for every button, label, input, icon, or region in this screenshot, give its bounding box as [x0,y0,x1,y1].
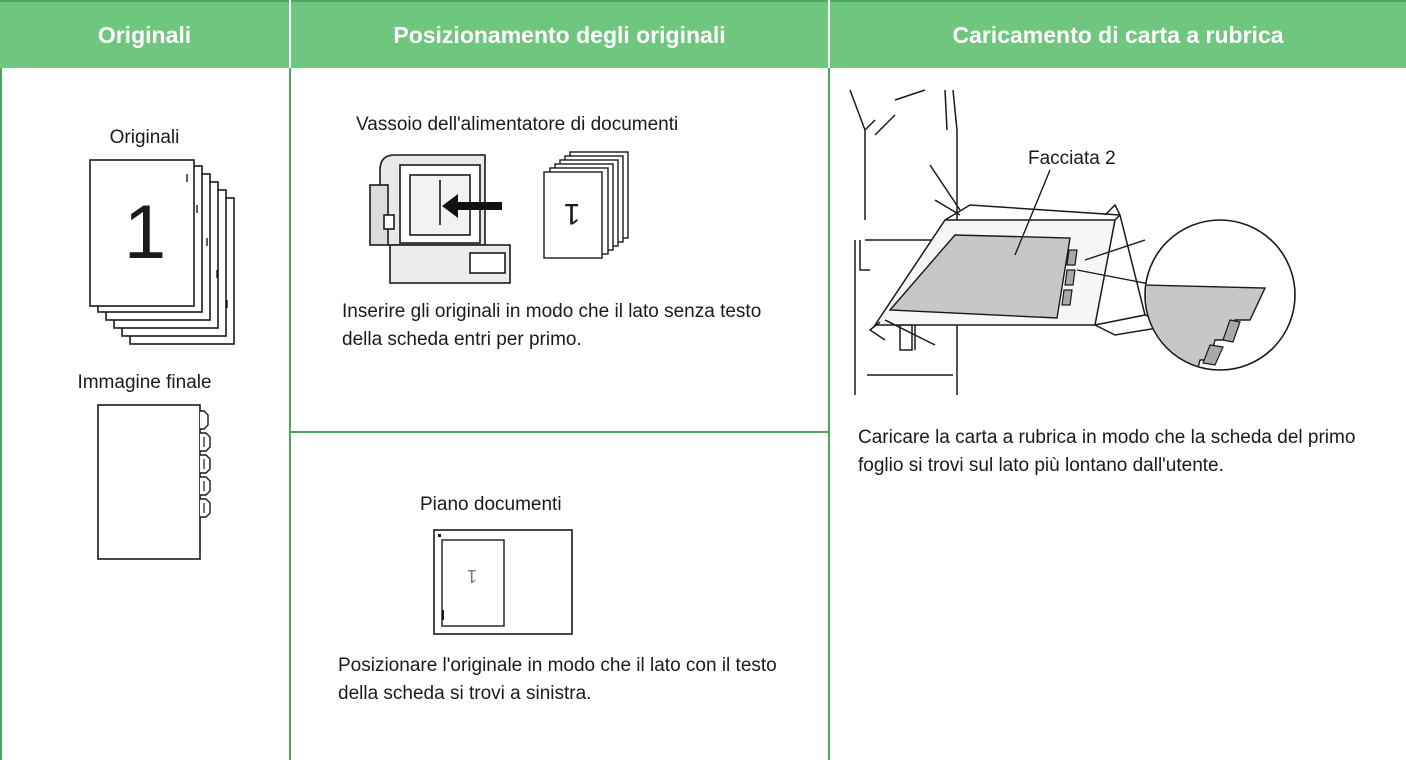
header-originals: Originali [0,0,289,68]
grid-line-col1 [289,68,291,760]
feeder-title: Vassoio dell'alimentatore di documenti [356,114,679,135]
final-tab-sheet-illustration [97,404,211,560]
document-feeder-illustration [369,154,511,284]
feeder-page-glyph: 1 [563,197,581,230]
header-positioning-label: Posizionamento degli originali [393,21,726,48]
originals-label: Originali [109,127,180,148]
callout-side-2-label: Facciata 2 [1028,148,1116,169]
final-image-label: Immagine finale [77,372,212,393]
document-glass-illustration [433,529,573,635]
glass-description: Posizionare l'originale in modo che il l… [338,655,777,704]
feeder-description: Inserire gli originali in modo che il la… [342,301,762,350]
grid-line-left [0,68,2,760]
grid-line-row-split [291,431,828,433]
originals-stack-illustration [89,159,235,345]
glass-title: Piano documenti [420,494,562,515]
bypass-tray-illustration [849,89,1296,395]
original-page-number: 1 [123,190,167,275]
glass-page-glyph: 1 [467,566,478,586]
header-tab-paper-loading-label: Caricamento di carta a rubrica [952,21,1284,48]
header-positioning: Posizionamento degli originali [291,0,828,68]
feeder-originals-stack-illustration [543,151,629,259]
header-originals-label: Originali [97,21,192,48]
header-tab-paper-loading: Caricamento di carta a rubrica [830,0,1406,68]
tab-paper-description: Caricare la carta a rubrica in modo che … [858,427,1356,476]
grid-line-col2 [828,68,830,760]
